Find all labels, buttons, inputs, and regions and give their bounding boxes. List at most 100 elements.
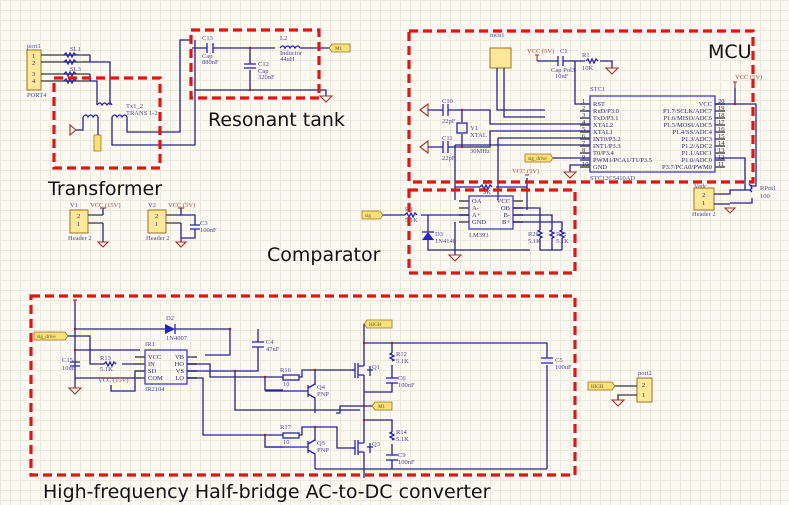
d3-diode [422, 232, 434, 240]
stc-label: STC1 [590, 86, 605, 93]
svg-text:Q4: Q4 [317, 384, 326, 391]
comparator-resistors: R26 5.1K R11 5.1K [528, 229, 569, 245]
c13-type: Cap [202, 53, 212, 60]
chip-pin-label: GND [593, 164, 607, 171]
svg-text:D3: D3 [435, 231, 443, 238]
c12-value: 320nF [258, 74, 275, 81]
rpot-potentiometer [745, 183, 753, 193]
r1-resistor [585, 57, 599, 65]
svg-text:5.1K: 5.1K [100, 366, 113, 373]
v1-header: V1 VCC (15V) 2 1 Header 2 [68, 202, 121, 248]
ground-icon [96, 241, 110, 248]
c13-value: 880nF [202, 59, 219, 66]
mcu-connector-label: mcu1 [490, 32, 504, 39]
svg-text:10K: 10K [582, 65, 594, 72]
svg-text:R17: R17 [280, 424, 292, 431]
c5-capacitor [541, 357, 553, 364]
chip-pin-label: P1.6/MISO/ADC6 [663, 115, 712, 122]
svg-text:HIGH: HIGH [591, 385, 604, 390]
chip-pin-label: T0/P3.4 [593, 150, 615, 157]
svg-text:5.1K: 5.1K [396, 358, 409, 365]
pin-number: 7 [582, 140, 586, 147]
svg-text:V1: V1 [70, 202, 78, 209]
svg-text:2: 2 [702, 192, 705, 199]
svg-text:Q1: Q1 [372, 364, 380, 371]
section-box-mcu [407, 29, 755, 184]
pin-number: 2 [582, 105, 585, 112]
section-title-mcu: MCU [708, 41, 752, 63]
svg-text:5.1K: 5.1K [528, 238, 541, 245]
chip-pin-label: RxD/P3.0 [593, 108, 619, 115]
svg-text:1N4007: 1N4007 [166, 335, 188, 342]
net-port-high: HIGH [363, 319, 393, 329]
ground-icon [174, 241, 188, 248]
chip-pin-label: P3.7/PCA0/PWM0 [662, 164, 712, 171]
svg-text:R12: R12 [396, 351, 407, 358]
svg-text:1N4148: 1N4148 [435, 238, 456, 245]
svg-text:22pF: 22pF [442, 118, 456, 125]
ground-icon [723, 207, 737, 214]
chip-pin-label: A- [472, 205, 479, 212]
chip-pin-label: OA [472, 198, 482, 205]
c13-label: C13 [202, 35, 213, 42]
v2-body [147, 209, 167, 234]
svg-text:1: 1 [155, 221, 158, 228]
c4-capacitor [252, 341, 264, 348]
svg-text:C5: C5 [555, 357, 563, 364]
r13-resistor [103, 360, 117, 368]
l2-value: 44uH [280, 56, 295, 63]
svg-text:10uF: 10uF [62, 365, 76, 372]
chip-pin-label: OB [501, 205, 511, 212]
ground-icon [67, 387, 83, 395]
v2-header: V2 VCC (5V) 2 1 Header 2 C3 100nF [146, 202, 217, 248]
svg-text:IR2104: IR2104 [145, 386, 165, 393]
q4-pnp-transistor: Q4 PNP [290, 383, 329, 413]
port1-type: PORT4 [27, 92, 47, 99]
svg-text:1: 1 [702, 200, 705, 207]
port1-pin: 2 [32, 60, 35, 67]
svg-text:47uF: 47uF [266, 346, 280, 353]
net-port-m1: M1 [328, 43, 351, 53]
svg-text:D2: D2 [166, 315, 174, 322]
chip-pin-label: P1.4/SS/ADC4 [672, 129, 712, 136]
stc-type: STC12C5410AD [590, 175, 635, 182]
port2-connector [636, 377, 653, 403]
svg-text:10: 10 [283, 439, 290, 446]
svg-text:R26: R26 [528, 231, 540, 238]
svg-text:VCC (15V): VCC (15V) [98, 377, 129, 384]
svg-text:Y1: Y1 [470, 125, 478, 132]
port1-pin: 4 [32, 78, 36, 85]
svg-text:M1: M1 [378, 405, 385, 410]
chip-pin-label: P1.1/ADC1 [681, 150, 712, 157]
section-title-resonant-tank: Resonant tank [208, 109, 345, 131]
svg-text:100uF: 100uF [555, 364, 572, 371]
c13-capacitor [206, 43, 214, 53]
pin-number: 1 [582, 98, 585, 105]
svg-text:R16: R16 [280, 367, 292, 374]
pin-number: 17 [718, 119, 725, 126]
net-port [93, 134, 102, 152]
svg-text:10: 10 [283, 381, 290, 388]
port1-label: port1 [27, 43, 41, 50]
svg-text:Header 2: Header 2 [146, 235, 170, 242]
svg-text:PNP: PNP [317, 391, 329, 398]
svg-text:HIGH: HIGH [369, 323, 382, 328]
chip-pin-label: VB [175, 354, 185, 361]
svg-text:100nF: 100nF [398, 382, 415, 389]
sl-resistors: SL1 SL3 [63, 46, 81, 85]
ir2104-driver [144, 349, 188, 385]
pin-number: 5 [582, 126, 585, 133]
svg-text:Header 2: Header 2 [68, 235, 92, 242]
port1-pin: 3 [32, 71, 35, 78]
section-box-converter [29, 294, 577, 477]
svg-text:LM393: LM393 [469, 232, 489, 239]
chip-pin-label: VS [176, 368, 185, 375]
section-title-comparator: Comparator [267, 244, 381, 266]
lm393-comparator [468, 195, 514, 230]
svg-text:5.1K: 5.1K [396, 436, 409, 443]
svg-text:VCC (15V): VCC (15V) [90, 202, 121, 209]
svg-text:Cap Pol3: Cap Pol3 [551, 67, 575, 74]
net-port-sig-drive-2: sig_drive [33, 331, 69, 341]
net-port-m1-2: M1 [371, 401, 393, 411]
